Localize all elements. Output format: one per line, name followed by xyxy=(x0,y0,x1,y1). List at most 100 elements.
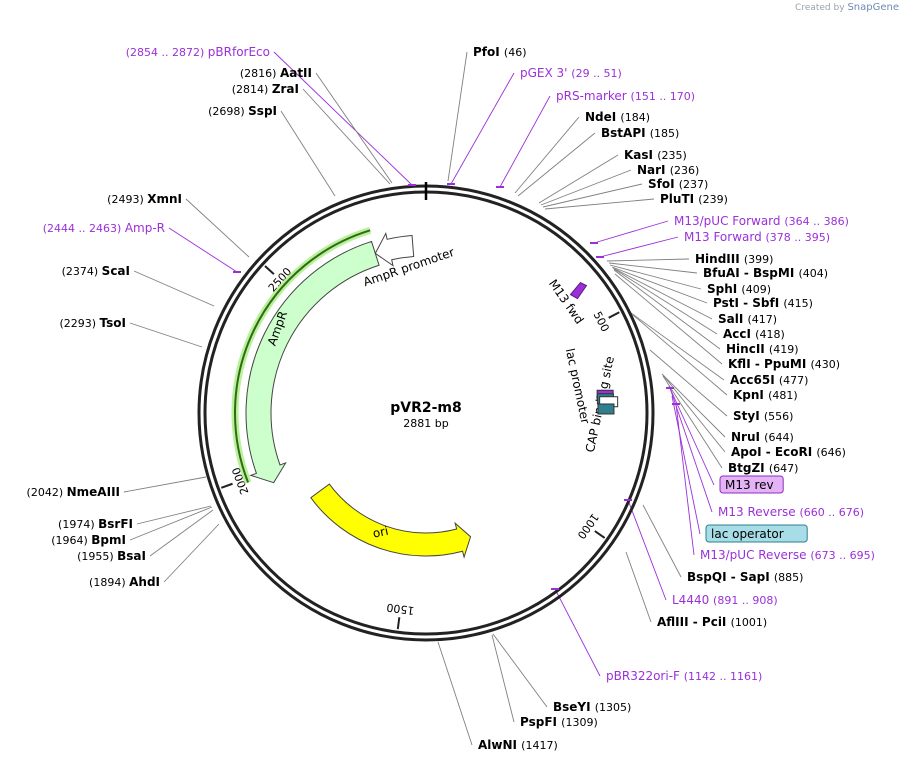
ori-feature[interactable] xyxy=(310,483,472,559)
label-kfli-ppumi[interactable]: KflI - PpuMI (430) xyxy=(728,357,840,371)
label-name: AccI xyxy=(723,327,755,341)
tick-label-500: 500 xyxy=(591,309,612,334)
label-name: KasI xyxy=(624,148,657,162)
label-ahdi[interactable]: (1894) AhdI xyxy=(89,575,160,589)
label-text-apoi-ecori: ApoI - EcoRI (646) xyxy=(731,445,846,459)
leader-pluti xyxy=(544,198,655,210)
label-kpni[interactable]: KpnI (481) xyxy=(733,388,798,402)
label-zrai[interactable]: (2814) ZraI xyxy=(232,82,299,96)
label-m13-puc-forward[interactable]: M13/pUC Forward (364 .. 386) xyxy=(674,214,849,228)
label-hincii[interactable]: HincII (419) xyxy=(726,342,799,356)
label-prs-marker[interactable]: pRS-marker (151 .. 170) xyxy=(556,89,695,103)
label-scai[interactable]: (2374) ScaI xyxy=(62,264,130,278)
label-text-sfoi: SfoI (237) xyxy=(648,177,708,191)
label-name: NdeI xyxy=(585,110,620,124)
label-pluti[interactable]: PluTI (239) xyxy=(660,192,728,206)
label-position: (1142 .. 1161) xyxy=(684,670,763,683)
label-lac-operator[interactable]: lac operator xyxy=(705,524,808,543)
label-position: (2816) xyxy=(240,67,280,80)
label-text-amp-r: (2444 .. 2463) Amp-R xyxy=(43,221,165,235)
label-psti-sbfi[interactable]: PstI - SbfI (415) xyxy=(713,296,813,310)
label-sfoi[interactable]: SfoI (237) xyxy=(648,177,708,191)
label-text-bspqi-sapi: BspQI - SapI (885) xyxy=(687,570,803,584)
m13-fwd-glyph xyxy=(569,281,588,300)
label-text-tsoi: (2293) TsoI xyxy=(59,316,126,330)
amp-r-feature[interactable] xyxy=(245,240,380,484)
label-styi[interactable]: StyI (556) xyxy=(733,409,793,423)
label-tsoi[interactable]: (2293) TsoI xyxy=(59,316,126,330)
leader-nari xyxy=(540,169,632,206)
label-acc65i[interactable]: Acc65I (477) xyxy=(730,373,808,387)
label-text-alwni: AlwNI (1417) xyxy=(478,738,558,752)
label-m13-puc-reverse[interactable]: M13/pUC Reverse (673 .. 695) xyxy=(700,548,875,562)
label-text-m13-reverse: M13 Reverse (660 .. 676) xyxy=(718,505,864,519)
leader-bspqi-sapi xyxy=(642,504,682,578)
label-name: HincII xyxy=(726,342,769,356)
label-position: (481) xyxy=(768,389,798,402)
tick-label-1000: 1000 xyxy=(575,511,602,541)
label-sspi[interactable]: (2698) SspI xyxy=(208,104,277,118)
label-bfuai-bspmi[interactable]: BfuAI - BspMI (404) xyxy=(703,266,828,280)
leader-kfli-ppumi xyxy=(614,273,723,365)
label-text-ndei: NdeI (184) xyxy=(585,110,650,124)
label-pfoi[interactable]: PfoI (46) xyxy=(473,45,527,59)
label-bsrfi[interactable]: (1974) BsrFI xyxy=(58,517,133,531)
label-position: (404) xyxy=(798,267,828,280)
label-hindiii[interactable]: HindIII (399) xyxy=(695,252,773,266)
label-xmni[interactable]: (2493) XmnI xyxy=(107,192,182,206)
label-m13-reverse[interactable]: M13 Reverse (660 .. 676) xyxy=(718,505,864,519)
leader-zrai xyxy=(302,88,391,185)
label-pgex-3[interactable]: pGEX 3' (29 .. 51) xyxy=(520,66,622,80)
label-pbrforeco[interactable]: (2854 .. 2872) pBRforEco xyxy=(126,45,270,59)
label-nrui[interactable]: NruI (644) xyxy=(731,430,794,444)
label-ndei[interactable]: NdeI (184) xyxy=(585,110,650,124)
label-afliii-pcii[interactable]: AflIII - PciI (1001) xyxy=(657,615,767,629)
label-pspfi[interactable]: PspFI (1309) xyxy=(520,715,598,729)
amp-r-promoter-feature[interactable] xyxy=(374,232,415,267)
label-position: (364 .. 386) xyxy=(784,215,849,228)
label-aatii[interactable]: (2816) AatII xyxy=(240,66,312,80)
label-nmeaiii[interactable]: (2042) NmeAIII xyxy=(27,485,120,499)
tick-2000 xyxy=(220,482,233,489)
label-bspqi-sapi[interactable]: BspQI - SapI (885) xyxy=(687,570,803,584)
label-nari[interactable]: NarI (236) xyxy=(637,163,699,177)
cap-site-glyph xyxy=(597,403,615,415)
label-sali[interactable]: SalI (417) xyxy=(718,312,777,326)
label-m13-rev[interactable]: M13 rev xyxy=(719,475,784,494)
label-alwni[interactable]: AlwNI (1417) xyxy=(478,738,558,752)
label-apoi-ecori[interactable]: ApoI - EcoRI (646) xyxy=(731,445,846,459)
label-bstapi[interactable]: BstAPI (185) xyxy=(601,126,679,140)
label-bsai[interactable]: (1955) BsaI xyxy=(77,549,146,563)
label-position: (2444 .. 2463) xyxy=(43,222,125,235)
label-name: BsaI xyxy=(117,549,146,563)
label-text-sphi: SphI (409) xyxy=(707,282,771,296)
site-labels[interactable]: (2854 .. 2872) pBRforEco PfoI (46) (2816) … xyxy=(27,45,875,752)
label-sphi[interactable]: SphI (409) xyxy=(707,282,771,296)
amp-r-primer-line xyxy=(234,229,371,483)
snapgene-credit: Created by SnapGene xyxy=(795,2,899,13)
label-bpmi[interactable]: (1964) BpmI xyxy=(51,533,126,547)
label-name: NarI xyxy=(637,163,670,177)
label-btgzi[interactable]: BtgZI (647) xyxy=(728,461,798,475)
label-text-l4440: L4440 (891 .. 908) xyxy=(672,593,778,607)
label-m13-forward[interactable]: M13 Forward (378 .. 395) xyxy=(684,230,830,244)
leader-pgex-3 xyxy=(450,72,515,185)
label-name: PstI - SbfI xyxy=(713,296,783,310)
label-text-bstapi: BstAPI (185) xyxy=(601,126,679,140)
label-position: (29 .. 51) xyxy=(571,67,622,80)
label-pbr322ori-f[interactable]: pBR322ori-F (1142 .. 1161) xyxy=(606,669,762,683)
label-position: (644) xyxy=(764,431,794,444)
label-position: (660 .. 676) xyxy=(800,506,865,519)
credit-prefix: Created by xyxy=(795,3,845,13)
label-bseyi[interactable]: BseYI (1305) xyxy=(553,700,631,714)
label-acci[interactable]: AccI (418) xyxy=(723,327,785,341)
leader-tsoi xyxy=(129,322,203,348)
label-name: NruI xyxy=(731,430,764,444)
label-kasi[interactable]: KasI (235) xyxy=(624,148,687,162)
label-name: BtgZI xyxy=(728,461,769,475)
label-text-pspfi: PspFI (1309) xyxy=(520,715,598,729)
label-text-kasi: KasI (235) xyxy=(624,148,687,162)
label-amp-r[interactable]: (2444 .. 2463) Amp-R xyxy=(43,221,165,235)
label-l4440[interactable]: L4440 (891 .. 908) xyxy=(672,593,778,607)
label-name: BfuAI - BspMI xyxy=(703,266,798,280)
